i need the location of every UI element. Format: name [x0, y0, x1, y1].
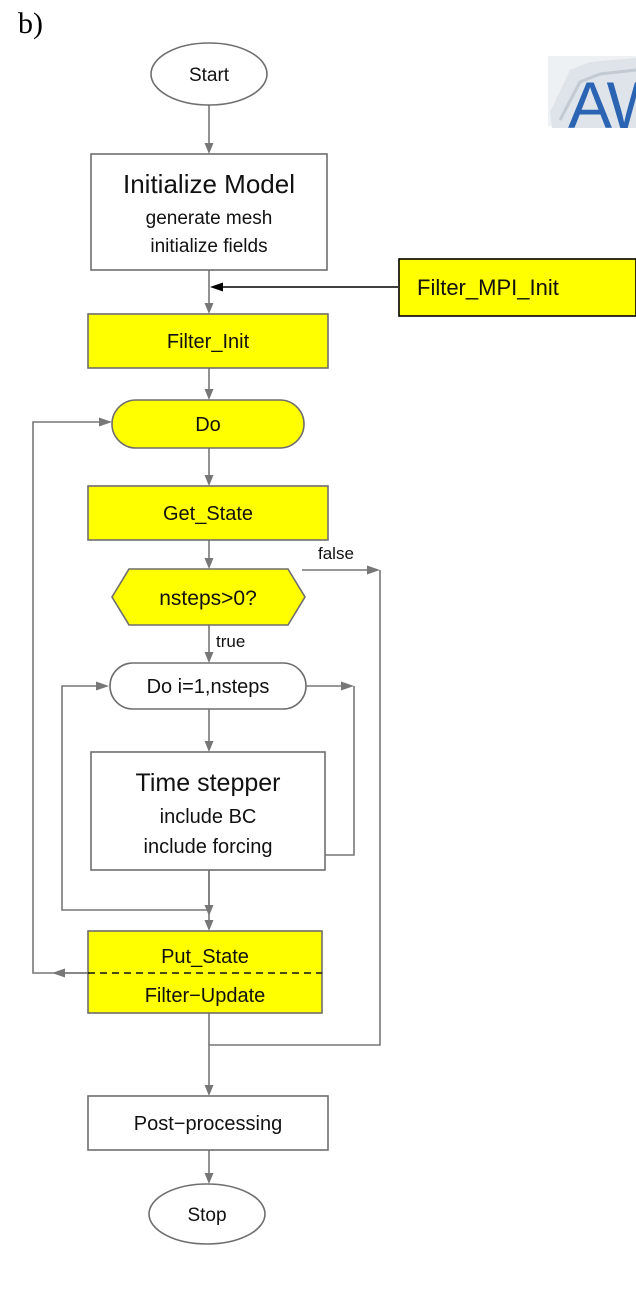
edges	[32, 104, 381, 1184]
false-edge-label: false	[318, 544, 354, 563]
arrowhead	[204, 143, 214, 154]
stop-label: Stop	[187, 1205, 226, 1226]
filter-init-box	[87, 313, 329, 369]
initialize-model-line1: generate mesh	[146, 208, 273, 229]
institution-logo: AW	[548, 56, 636, 142]
filter-update-label: Filter−Update	[145, 985, 266, 1007]
panel-label: b)	[18, 7, 43, 40]
arrowhead	[367, 565, 380, 575]
post-processing-label: Post−processing	[134, 1113, 282, 1135]
time-stepper-line2: include forcing	[144, 836, 273, 858]
inner-do-loop-terminal	[109, 662, 307, 710]
arrowhead	[204, 741, 214, 752]
arrowhead	[204, 475, 214, 486]
post-processing-box	[87, 1095, 329, 1151]
edge-inner-loop-return	[61, 685, 209, 911]
do-loop-start-terminal	[111, 399, 305, 449]
arrowhead	[204, 652, 214, 663]
arrowhead	[204, 389, 214, 400]
time-stepper-line1: include BC	[160, 806, 257, 828]
arrowhead	[341, 681, 354, 691]
filter-mpi-init-callout-label: Filter_MPI_Init	[417, 275, 559, 300]
get-state-box	[87, 485, 329, 541]
edge-false-to-post-processing	[208, 570, 381, 1090]
nsteps-condition-decision	[111, 568, 306, 626]
time-stepper-box	[90, 751, 326, 871]
initialize-model-title: Initialize Model	[123, 169, 295, 199]
arrowhead	[204, 558, 214, 569]
filter-mpi-init-callout-box	[398, 258, 636, 317]
put-state-label: Put_State	[161, 946, 249, 968]
do-label: Do	[195, 414, 221, 436]
filter-init-label: Filter_Init	[167, 331, 250, 353]
put-state-filter-update-box	[87, 930, 323, 1014]
arrowhead	[204, 1173, 214, 1184]
time-stepper-title: Time stepper	[136, 769, 281, 797]
start-terminal	[150, 42, 268, 106]
get-state-label: Get_State	[163, 503, 253, 525]
initialize-model-line2: initialize fields	[150, 236, 267, 257]
arrowhead	[99, 417, 112, 427]
arrowhead	[204, 920, 214, 931]
condition-label: nsteps>0?	[159, 587, 257, 610]
stop-terminal	[148, 1183, 266, 1245]
callout-arrowhead	[210, 282, 223, 292]
logo-text: AW	[568, 68, 636, 142]
nodes: Start Initialize Model generate mesh ini…	[87, 42, 329, 1245]
initialize-model-box	[90, 153, 328, 271]
do-loop-label: Do i=1,nsteps	[147, 676, 270, 698]
arrowhead	[96, 681, 109, 691]
arrowhead	[52, 968, 65, 978]
start-label: Start	[189, 65, 230, 86]
arrowhead	[204, 1085, 214, 1096]
true-edge-label: true	[216, 632, 245, 651]
arrowhead	[204, 303, 214, 314]
